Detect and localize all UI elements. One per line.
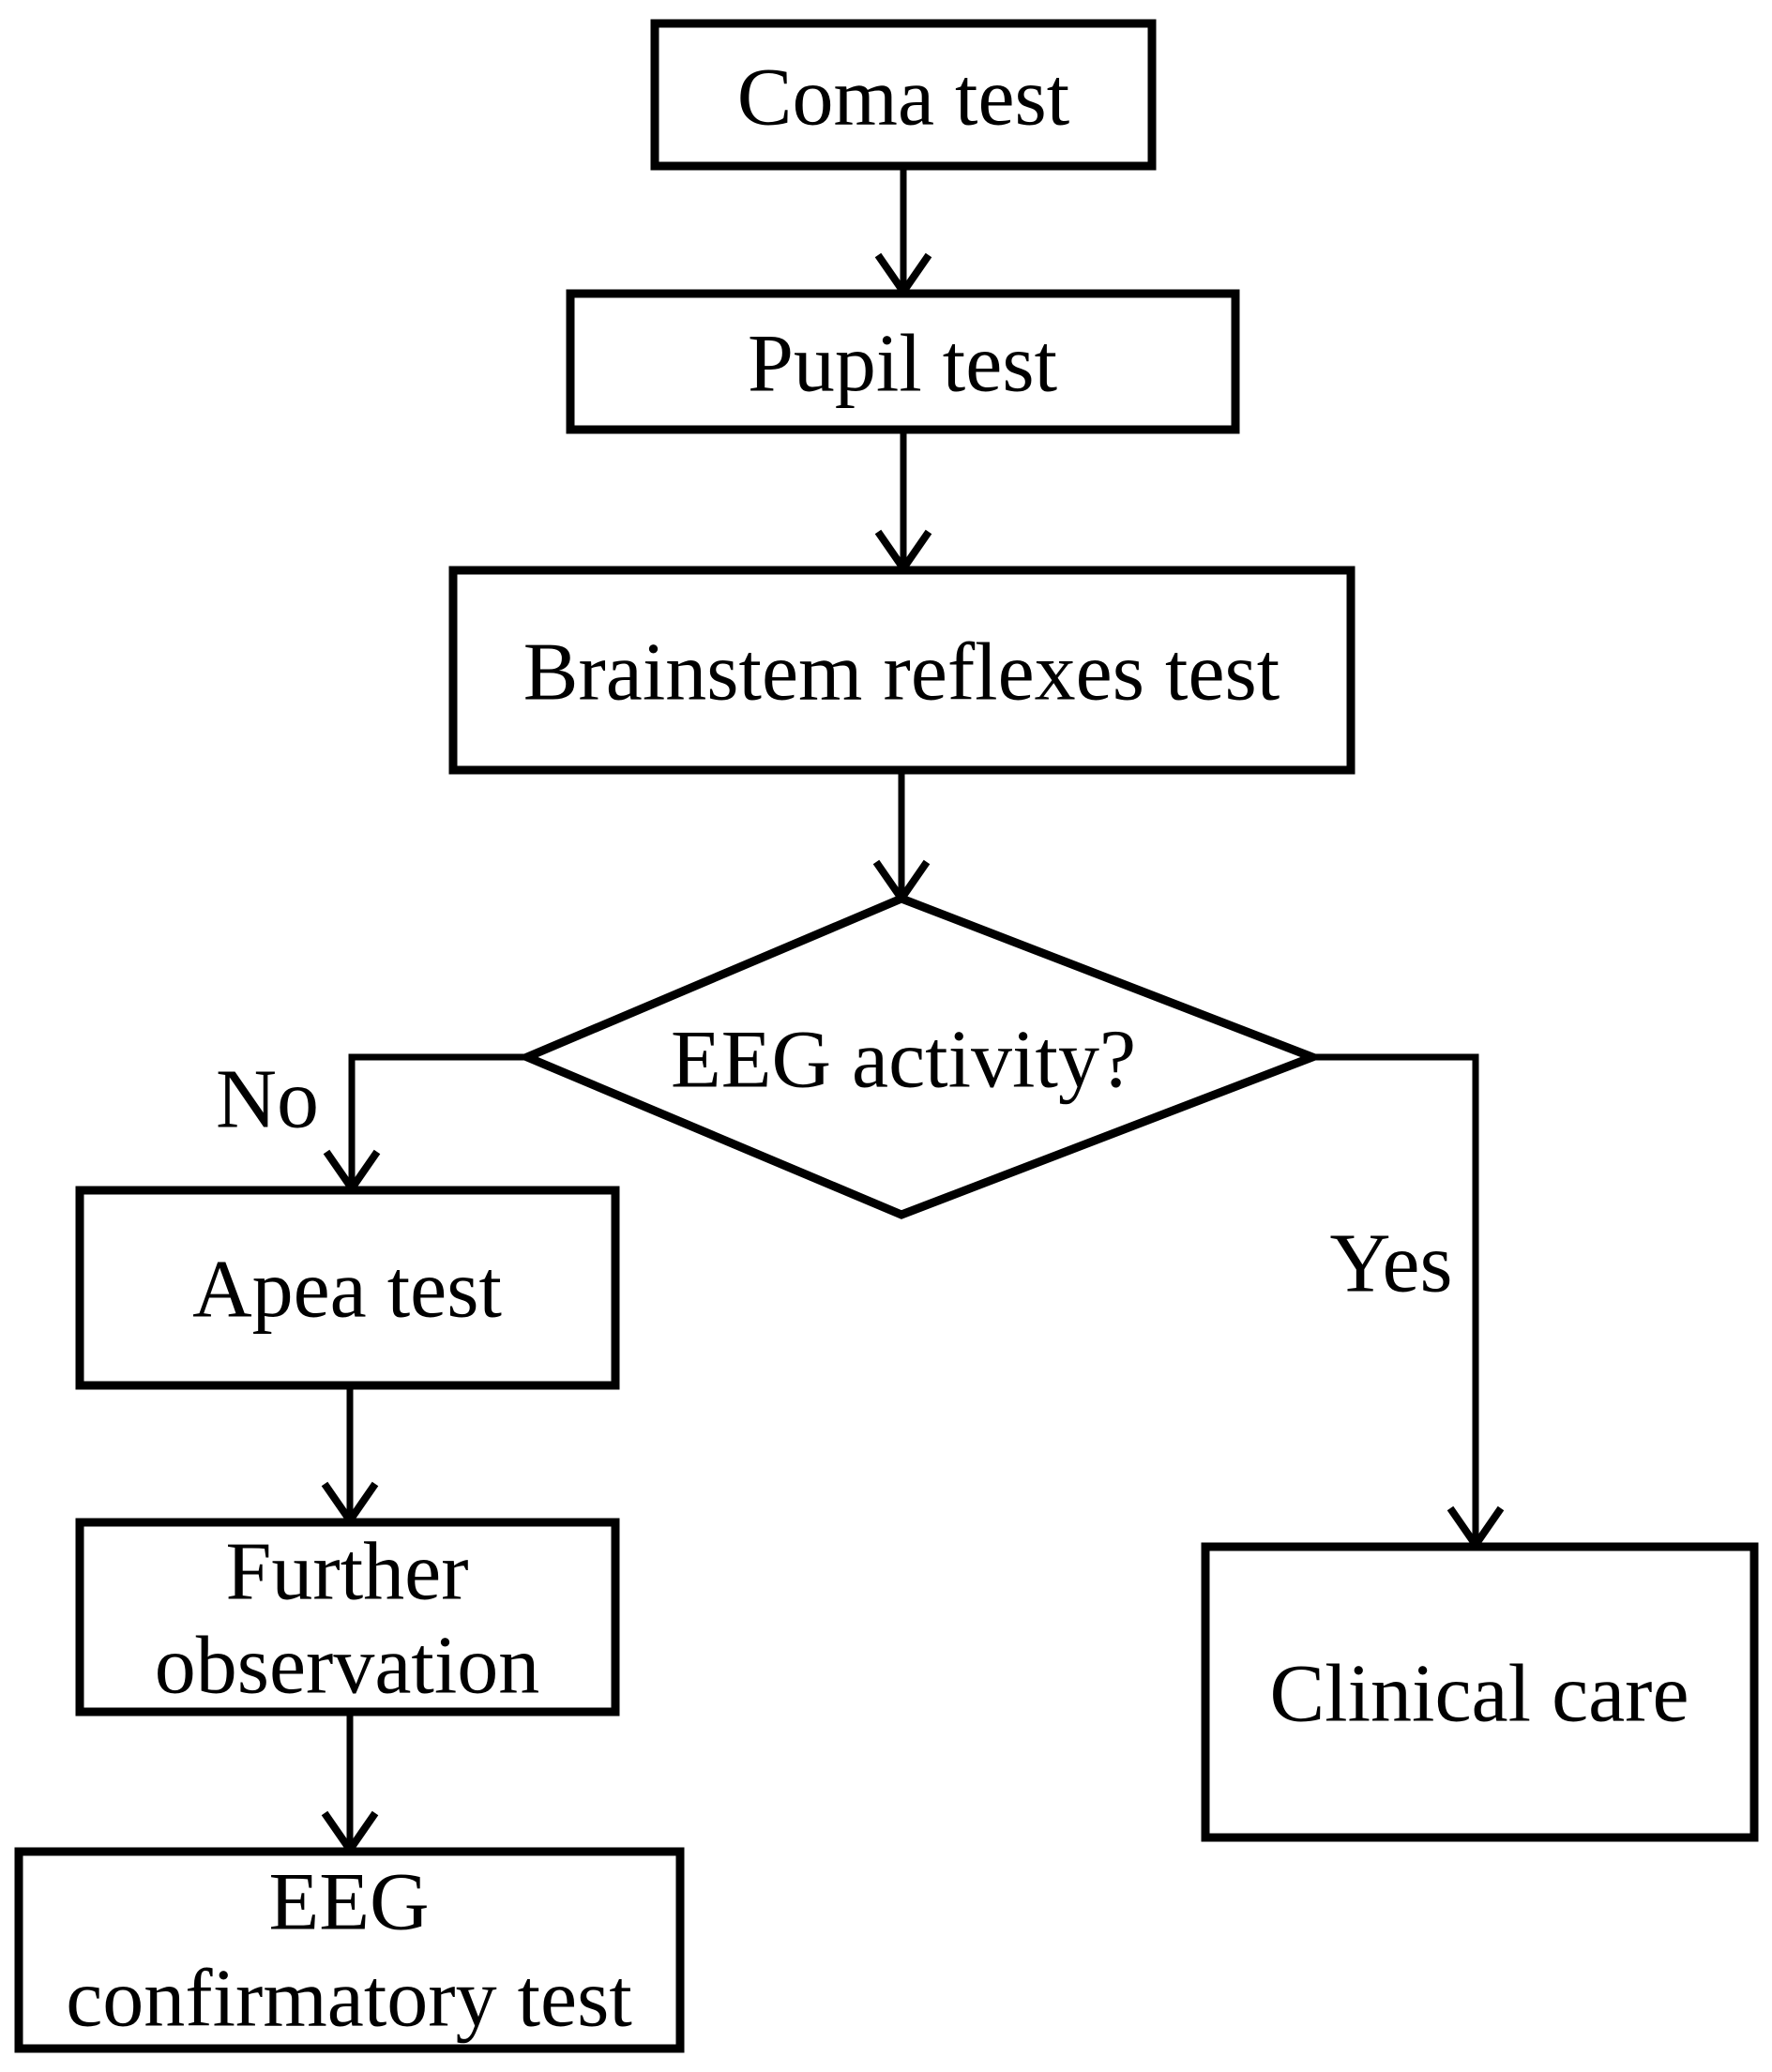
- further-observation-label-line2: observation: [155, 1621, 540, 1712]
- coma-test-box: [650, 19, 1157, 171]
- clinical-care-box: [1201, 1542, 1759, 1842]
- no-branch-label: No: [216, 1053, 319, 1146]
- eeg-confirmatory-test-box: [14, 1847, 685, 2053]
- clinical-care-label: Clinical care: [1269, 1649, 1689, 1740]
- pupil-test-box: [566, 289, 1240, 434]
- eeg-activity-decision-label: EEG activity?: [671, 1015, 1136, 1106]
- coma-test-label: Coma test: [737, 53, 1069, 144]
- yes-branch-connector: [1312, 1053, 1479, 1542]
- apea-test-label: Apea test: [192, 1245, 502, 1336]
- yes-branch-label: Yes: [1330, 1217, 1453, 1310]
- further-observation-label-line1: Further: [225, 1527, 468, 1618]
- eeg-activity-decision-diamond: [516, 894, 1325, 1219]
- brainstem-reflexes-test-label: Brainstem reflexes test: [523, 628, 1280, 718]
- further-observation-box: [75, 1518, 620, 1717]
- apea-test-box: [75, 1186, 620, 1390]
- brainstem-reflexes-test-box: [448, 566, 1356, 775]
- no-branch-connector: [348, 1053, 527, 1186]
- eeg-confirmatory-test-label-line2: confirmatory test: [66, 1954, 632, 2045]
- eeg-confirmatory-test-label-line1: EEG: [268, 1857, 429, 1948]
- pupil-test-label: Pupil test: [748, 319, 1057, 410]
